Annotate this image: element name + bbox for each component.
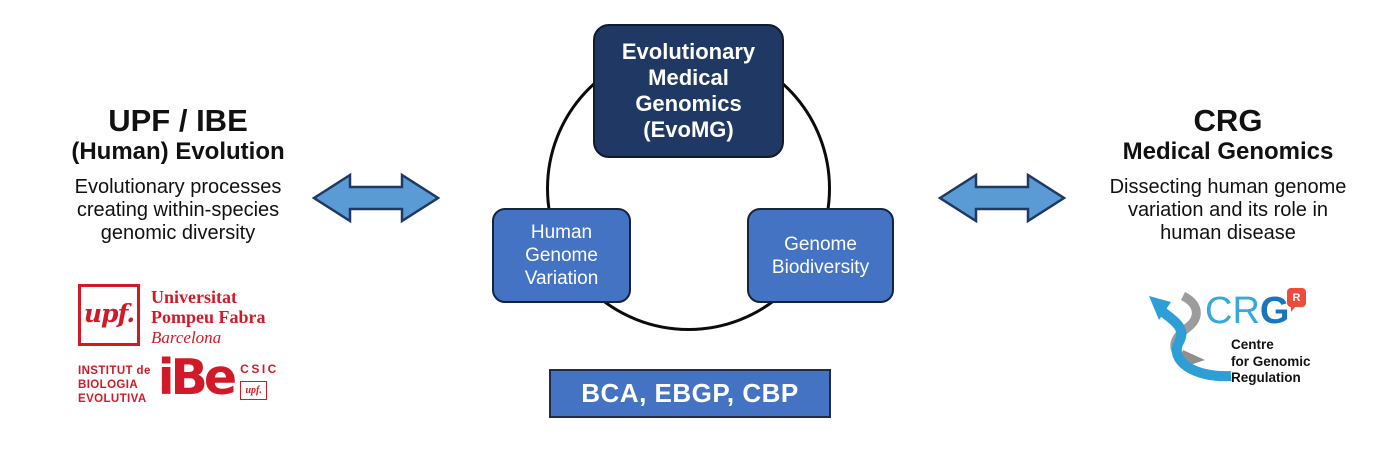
upf-ibe-panel: UPF / IBE (Human) Evolution Evolutionary… — [38, 103, 318, 245]
crg-description: Dissecting human genome variation and it… — [1109, 176, 1347, 244]
csic-label: CSIC — [240, 362, 279, 376]
upf-name-line1: Universitat — [151, 287, 237, 307]
upf-ibe-subtitle: (Human) Evolution — [71, 138, 285, 165]
human-genome-variation-node: Human Genome Variation — [492, 208, 631, 303]
upf-tag-icon: upf. — [240, 381, 268, 400]
genome-biodiversity-node: Genome Biodiversity — [747, 208, 894, 303]
ibe-logo-icon: iBe — [157, 349, 237, 406]
upf-logo-name: Universitat Pompeu Fabra Barcelona — [151, 284, 266, 348]
crg-acronym: CRG — [1205, 292, 1289, 330]
upf-logo-icon: upf. — [78, 284, 140, 346]
evomg-node: Evolutionary Medical Genomics (EvoMG) — [593, 24, 784, 158]
ibe-institute-name: INSTITUT de BIOLOGIA EVOLUTIVA — [78, 365, 151, 405]
crg-panel: CRG Medical Genomics Dissecting human ge… — [1066, 103, 1378, 245]
ibe-logo: INSTITUT de BIOLOGIA EVOLUTIVA iBe CSIC … — [78, 353, 279, 406]
csic-block: CSIC upf. — [240, 359, 279, 400]
upf-name-line2: Pompeu Fabra — [151, 307, 266, 327]
upf-logo: upf. Universitat Pompeu Fabra Barcelona — [78, 284, 266, 348]
crg-subtitle: Medical Genomics — [1122, 138, 1334, 165]
crg-badge-icon: R — [1287, 288, 1306, 312]
crg-acronym-light: CR — [1205, 290, 1260, 332]
crg-logo: CRG R Centre for Genomic Regulation — [1141, 284, 1341, 394]
double-arrow-left-icon — [312, 172, 440, 224]
upf-ibe-title: UPF / IBE — [108, 103, 248, 138]
crg-acronym-dark: G — [1259, 290, 1290, 332]
upf-city: Barcelona — [151, 328, 222, 347]
upf-ibe-description: Evolutionary processes creating within-s… — [74, 176, 282, 244]
double-arrow-right-icon — [938, 172, 1066, 224]
crg-helix-icon — [1149, 291, 1232, 382]
crg-title: CRG — [1193, 103, 1263, 138]
crg-full-name: Centre for Genomic Regulation — [1231, 337, 1311, 385]
programs-node: BCA, EBGP, CBP — [549, 369, 831, 418]
